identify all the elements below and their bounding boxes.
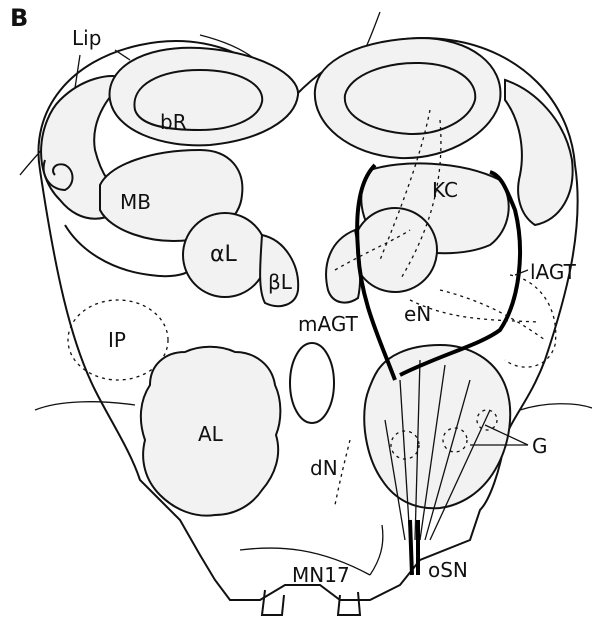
mn17-branch: [370, 525, 383, 575]
right-side-line: [520, 404, 592, 410]
panel-label: B: [10, 6, 28, 30]
label-mb: MB: [120, 192, 151, 212]
left-leg: [262, 590, 284, 615]
label-beta-lobe: βL: [268, 272, 292, 292]
lip-pointer-2: [115, 50, 130, 60]
label-al: AL: [198, 424, 223, 444]
magt-ellipse: [290, 343, 334, 423]
label-ip: IP: [108, 330, 126, 350]
label-dn: dN: [310, 458, 338, 478]
right-br: [315, 38, 501, 158]
label-br: bR: [160, 112, 187, 132]
label-alpha-lobe: αL: [210, 244, 237, 266]
label-lip: Lip: [72, 28, 101, 48]
label-en: eN: [404, 304, 431, 324]
right-leg: [338, 592, 360, 615]
label-g: G: [532, 436, 548, 456]
en-fiber-2: [440, 290, 545, 340]
label-osn: oSN: [428, 560, 468, 580]
label-mn17: MN17: [292, 565, 350, 585]
label-lagt: lAGT: [530, 262, 576, 282]
osn-bundle: [410, 520, 412, 575]
right-alpha-lobe: [353, 208, 437, 292]
left-side-line: [35, 402, 135, 410]
label-magt: mAGT: [298, 314, 358, 334]
right-beta-lobe: [326, 230, 360, 303]
label-kc: KC: [432, 180, 458, 200]
right-lip: [505, 80, 573, 225]
